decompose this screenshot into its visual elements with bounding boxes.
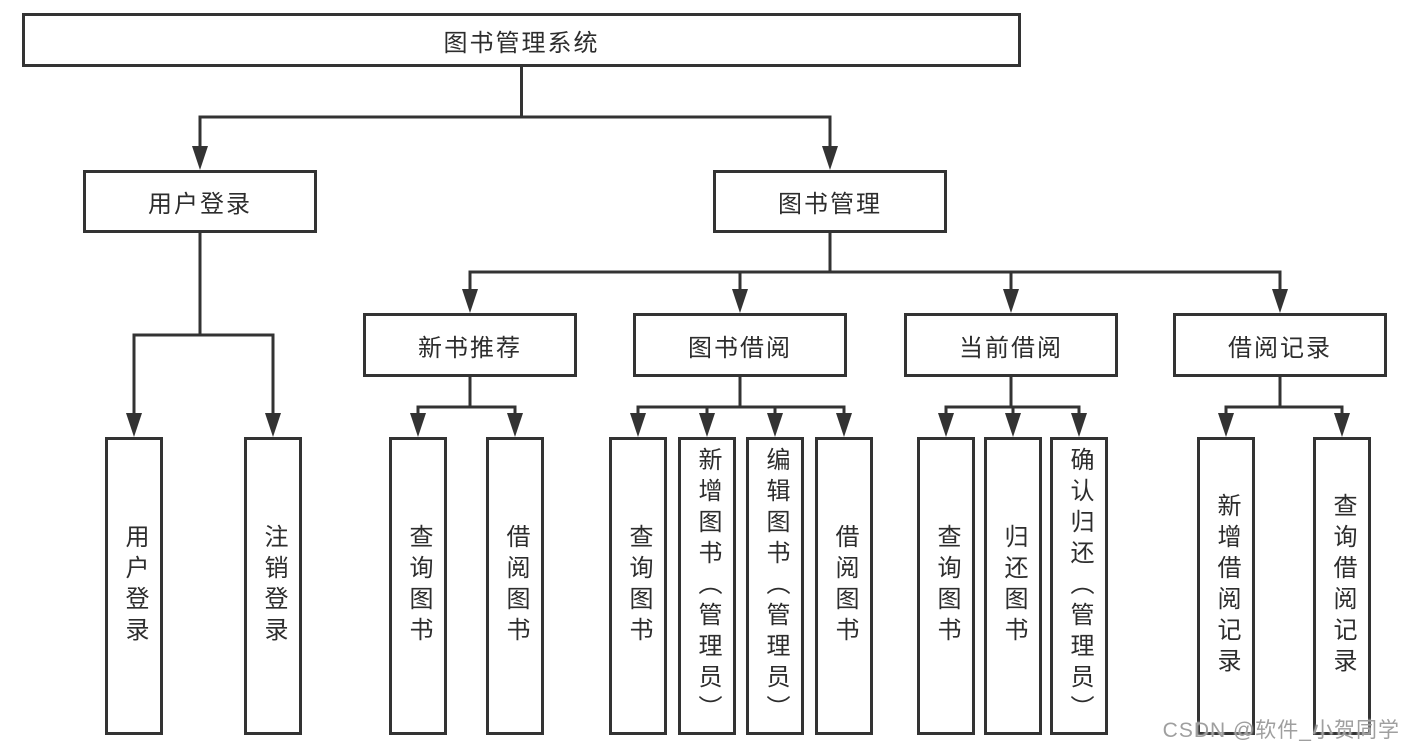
node-leaf-logout: 注销登录 (244, 437, 302, 735)
node-user-login: 用户登录 (83, 170, 317, 233)
node-book-borrow: 图书借阅 (633, 313, 847, 377)
node-borrow-records: 借阅记录 (1173, 313, 1387, 377)
csdn-watermark: CSDN @软件_小贺同学 (1162, 719, 1400, 742)
node-leaf-query-borrow-record: 查询借阅记录 (1313, 437, 1371, 735)
node-current-borrow: 当前借阅 (904, 313, 1118, 377)
node-book-management-system: 图书管理系统 (22, 13, 1021, 67)
node-leaf-edit-book-admin: 编辑图书（管理员） (746, 437, 804, 735)
node-leaf-query-books-recommend: 查询图书 (389, 437, 447, 735)
node-leaf-return-book: 归还图书 (984, 437, 1042, 735)
node-leaf-add-book-admin: 新增图书（管理员） (678, 437, 736, 735)
node-leaf-query-books-borrow: 查询图书 (609, 437, 667, 735)
node-leaf-add-borrow-record: 新增借阅记录 (1197, 437, 1255, 735)
node-leaf-user-login: 用户登录 (105, 437, 163, 735)
node-book-management: 图书管理 (713, 170, 947, 233)
node-leaf-borrow-books: 借阅图书 (815, 437, 873, 735)
node-leaf-query-books-current: 查询图书 (917, 437, 975, 735)
node-leaf-borrow-books-recommend: 借阅图书 (486, 437, 544, 735)
node-leaf-confirm-return-admin: 确认归还（管理员） (1050, 437, 1108, 735)
node-new-book-recommend: 新书推荐 (363, 313, 577, 377)
